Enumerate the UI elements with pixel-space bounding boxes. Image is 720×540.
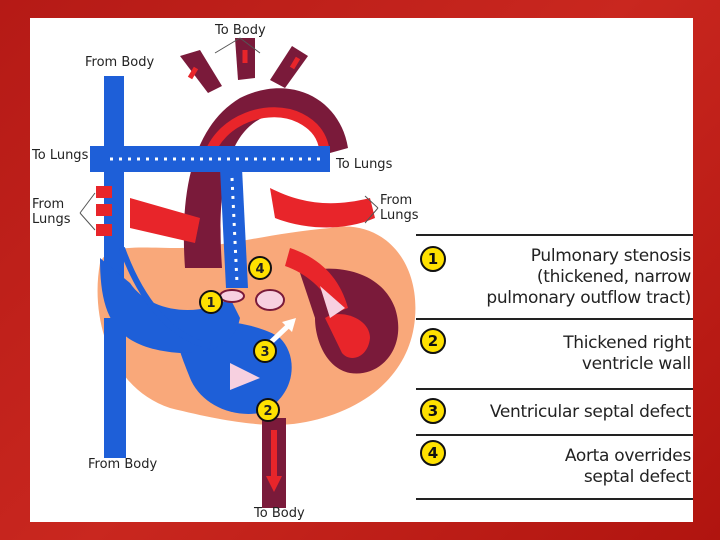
legend-row-3: 3 Ventricular septal defect (416, 388, 693, 434)
leader-to-body-top (214, 37, 261, 54)
label-from-body-bottom: From Body (88, 457, 157, 472)
legend-row-4: 4 Aorta overrides septal defect (416, 434, 693, 500)
label-from-lungs-right: From Lungs (380, 193, 419, 223)
inferior-vena-cava (104, 318, 126, 458)
heart-diagram: 1 2 3 4 To Body From Body To Lungs To Lu… (31, 23, 419, 521)
label-to-lungs-left: To Lungs (31, 148, 89, 163)
marker-2: 2 (256, 398, 280, 422)
leader-from-lungs-left (79, 192, 96, 231)
aorta-flow-arrow (203, 107, 330, 163)
marker-4: 4 (248, 256, 272, 280)
superior-vena-cava (104, 76, 124, 278)
branch-arrow-3 (289, 56, 301, 70)
legend-text-4: Aorta overrides septal defect (564, 446, 691, 487)
marker-3-label: 3 (260, 345, 269, 360)
right-atrium (100, 258, 240, 353)
label-from-lungs-left-line1: From (32, 197, 64, 212)
left-atrium (270, 188, 375, 228)
branch-arrow-1 (187, 66, 199, 80)
left-atrium-inflow (130, 198, 200, 243)
marker-1-label: 1 (206, 296, 215, 311)
label-to-lungs-right: To Lungs (335, 157, 393, 172)
label-from-lungs-right-line2: Lungs (380, 208, 419, 223)
vsd-arrow (268, 324, 290, 345)
aortic-branch-left (180, 50, 222, 93)
label-from-lungs-left: From Lungs (32, 197, 71, 227)
legend: 1 Pulmonary stenosis (thickened, narrow … (416, 234, 693, 500)
label-from-lungs-right-line1: From (380, 193, 412, 208)
legend-row-2: 2 Thickened right ventricle wall (416, 318, 693, 388)
pulmonary-trunk (220, 168, 248, 288)
pulm-vein-left-2 (96, 204, 112, 216)
descending-arrowhead (266, 476, 282, 492)
pulmonary-valve (219, 289, 245, 303)
marker-3: 3 (253, 339, 277, 363)
label-to-body-top: To Body (214, 23, 266, 38)
legend-text-3: Ventricular septal defect (489, 401, 691, 422)
marker-2-label: 2 (263, 404, 272, 419)
pulm-vein-left-1 (96, 186, 112, 198)
pulm-vein-left-3 (96, 224, 112, 236)
mitral-inflow (285, 248, 348, 313)
tricuspid-valve (230, 363, 260, 390)
marker-1: 1 (199, 290, 223, 314)
legend-text-2: Thickened right ventricle wall (563, 333, 691, 374)
leader-from-lungs-right (364, 195, 379, 224)
mitral-valve (320, 286, 345, 318)
left-ventricle-cavity (325, 314, 370, 358)
aortic-branch-right (270, 46, 308, 88)
vsd-arrowhead (282, 318, 296, 332)
marker-4-label: 4 (255, 262, 264, 277)
label-from-body-top: From Body (85, 55, 154, 70)
ra-flow-arrow (119, 246, 211, 349)
legend-badge-2: 2 (420, 328, 446, 354)
legend-badge-4: 4 (420, 440, 446, 466)
legend-badge-3: 3 (420, 398, 446, 424)
aortic-valve (255, 289, 285, 311)
legend-row-1: 1 Pulmonary stenosis (thickened, narrow … (416, 234, 693, 318)
diagram-panel: 1 2 3 4 To Body From Body To Lungs To Lu… (30, 18, 693, 522)
legend-badge-1: 1 (420, 246, 446, 272)
label-to-body-bottom: To Body (253, 506, 305, 521)
legend-text-1: Pulmonary stenosis (thickened, narrow pu… (486, 245, 691, 308)
label-from-lungs-left-line2: Lungs (32, 212, 71, 227)
